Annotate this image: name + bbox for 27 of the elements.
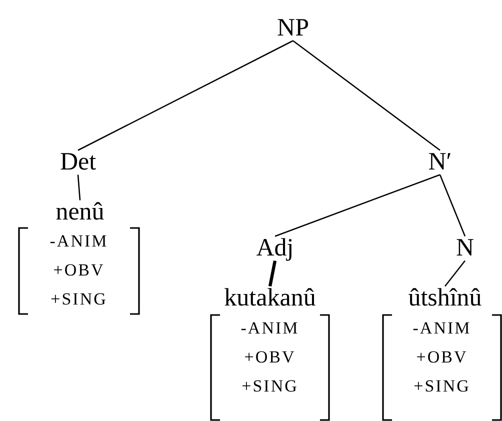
word-label: ûtshînû	[408, 284, 482, 312]
feature-label: -ANIM	[48, 232, 110, 252]
category-label: Det	[60, 148, 96, 176]
word-label: nenû	[56, 198, 104, 226]
feature-matrix	[18, 228, 140, 314]
feature-label: -ANIM	[412, 320, 472, 339]
word-label: kutakanû	[224, 284, 316, 312]
feature-label: +SING	[412, 377, 472, 396]
feature-label: +SING	[50, 290, 108, 309]
feature-label: +OBV	[415, 348, 469, 368]
tree-branch	[444, 260, 466, 287]
tree-branch	[439, 174, 466, 236]
category-label: N	[456, 234, 474, 262]
feature-matrix	[210, 315, 330, 420]
category-label: Adj	[256, 234, 294, 262]
feature-matrix	[382, 315, 502, 420]
tree-branch	[274, 174, 440, 237]
feature-label: -ANIM	[240, 320, 300, 339]
feature-label: +SING	[240, 377, 300, 396]
category-label: NP	[277, 14, 309, 42]
category-label: N′	[428, 148, 452, 176]
tree-branch	[78, 40, 294, 151]
feature-label: +OBV	[243, 348, 297, 368]
feature-label: +OBV	[52, 262, 106, 280]
tree-branch	[77, 174, 81, 200]
tree-branch	[268, 260, 277, 287]
tree-branch	[292, 40, 440, 151]
